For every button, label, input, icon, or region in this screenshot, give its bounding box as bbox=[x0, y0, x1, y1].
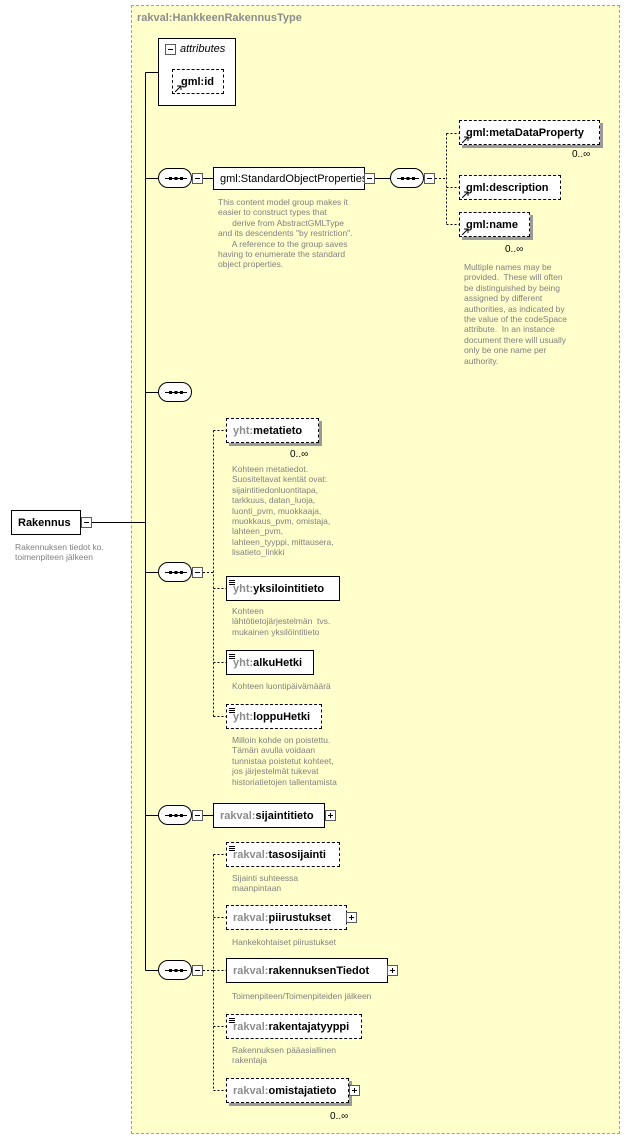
text-content-icon bbox=[229, 654, 235, 659]
element-yht-loppuhetki-documentation: Milloin kohde on poistettu. Tämän avulla… bbox=[232, 735, 337, 787]
element-yht-alkuhetki[interactable]: yht:alkuHetki bbox=[226, 650, 314, 675]
occurrence-label: 0..∞ bbox=[572, 149, 591, 160]
occurrence-label: 0..∞ bbox=[505, 244, 524, 255]
element-rakval-piirustukset[interactable]: rakval:piirustukset bbox=[226, 905, 347, 930]
sequence-compositor-2[interactable] bbox=[158, 382, 192, 402]
element-yht-yksilointitieto-documentation: Kohteen lähtötietojärjestelmän tvs. muka… bbox=[232, 606, 331, 637]
sequence-compositor-4[interactable] bbox=[158, 805, 192, 825]
group-standard-object-properties[interactable]: gml:StandardObjectProperties bbox=[213, 167, 367, 190]
element-yht-loppuhetki[interactable]: yht:loppuHetki bbox=[226, 704, 322, 729]
element-rakval-rakennuksentiedot-documentation: Toimenpiteen/Toimenpiteiden jälkeen bbox=[232, 991, 372, 1001]
sequence-icon bbox=[397, 177, 419, 180]
occurrence-label: 0..∞ bbox=[290, 449, 309, 460]
sequence-icon bbox=[165, 571, 187, 574]
expand-toggle[interactable] bbox=[349, 1085, 360, 1096]
expand-toggle[interactable] bbox=[325, 810, 336, 821]
reference-arrow-icon bbox=[462, 228, 469, 235]
element-yht-metatieto-documentation: Kohteen metatiedot. Suositeltavat kentät… bbox=[232, 464, 334, 558]
expand-toggle[interactable] bbox=[387, 965, 398, 976]
element-rakval-tasosijainti-documentation: Sijainti suhteessa maanpintaan bbox=[232, 873, 299, 894]
element-rakval-rakentajatyyppi-documentation: Rakennuksen pääasiallinen rakentaja bbox=[232, 1045, 336, 1066]
element-rakval-piirustukset-documentation: Hankekohtaiset piirustukset bbox=[232, 937, 336, 947]
type-title: rakval:HankkeenRakennusType bbox=[137, 12, 302, 24]
sequence-3-collapse-toggle[interactable] bbox=[192, 567, 203, 578]
root-documentation: Rakennuksen tiedot ko. toimenpiteen jälk… bbox=[15, 542, 104, 563]
reference-arrow-icon bbox=[462, 191, 469, 198]
attributes-collapse-toggle[interactable] bbox=[165, 44, 176, 55]
attribute-gml-id[interactable]: gml:id bbox=[172, 69, 224, 94]
sequence-icon bbox=[165, 814, 187, 817]
sequence-gml-collapse-toggle[interactable] bbox=[424, 173, 435, 184]
element-gml-name-documentation: Multiple names may be provided. These wi… bbox=[464, 262, 568, 366]
sequence-4-collapse-toggle[interactable] bbox=[192, 810, 203, 821]
sequence-5-collapse-toggle[interactable] bbox=[192, 965, 203, 976]
reference-arrow-icon bbox=[462, 136, 469, 143]
occurrence-label: 0..∞ bbox=[330, 1111, 349, 1122]
sequence-icon bbox=[165, 391, 187, 394]
sequence-compositor-gml[interactable] bbox=[390, 168, 424, 188]
text-content-icon bbox=[229, 708, 235, 713]
group-documentation: This content model group makes it easier… bbox=[218, 197, 353, 270]
element-yht-yksilointitieto[interactable]: yht:yksilointitieto bbox=[226, 576, 340, 601]
element-yht-alkuhetki-documentation: Kohteen luontipäivämäärä bbox=[232, 681, 331, 691]
element-gml-metadataproperty[interactable]: gml:metaDataProperty bbox=[459, 120, 600, 145]
sequence-compositor-3[interactable] bbox=[158, 562, 192, 582]
text-content-icon bbox=[229, 580, 235, 585]
element-rakval-tasosijainti[interactable]: rakval:tasosijainti bbox=[226, 842, 340, 867]
element-rakval-sijaintitieto[interactable]: rakval:sijaintitieto bbox=[213, 803, 325, 828]
sequence-compositor-1[interactable] bbox=[158, 168, 192, 188]
sequence-icon bbox=[165, 177, 187, 180]
sequence-icon bbox=[165, 969, 187, 972]
group-collapse-toggle[interactable] bbox=[364, 173, 375, 184]
root-collapse-toggle[interactable] bbox=[81, 517, 92, 528]
element-rakval-rakentajatyyppi[interactable]: rakval:rakentajatyyppi bbox=[226, 1014, 362, 1039]
sequence-compositor-5[interactable] bbox=[158, 960, 192, 980]
element-rakval-omistajatieto[interactable]: rakval:omistajatieto bbox=[226, 1078, 349, 1103]
element-gml-description[interactable]: gml:description bbox=[459, 175, 561, 200]
sequence-1-collapse-toggle[interactable] bbox=[192, 173, 203, 184]
text-content-icon bbox=[229, 846, 235, 851]
expand-toggle[interactable] bbox=[346, 912, 357, 923]
element-rakval-rakennuksentiedot[interactable]: rakval:rakennuksenTiedot bbox=[226, 958, 388, 983]
text-content-icon bbox=[229, 1018, 235, 1023]
element-yht-metatieto[interactable]: yht:metatieto bbox=[226, 418, 319, 443]
reference-arrow-icon bbox=[175, 85, 182, 92]
element-gml-name[interactable]: gml:name bbox=[459, 212, 530, 237]
attributes-header: attributes bbox=[180, 43, 226, 55]
root-element-rakennus[interactable]: Rakennus bbox=[11, 510, 81, 535]
